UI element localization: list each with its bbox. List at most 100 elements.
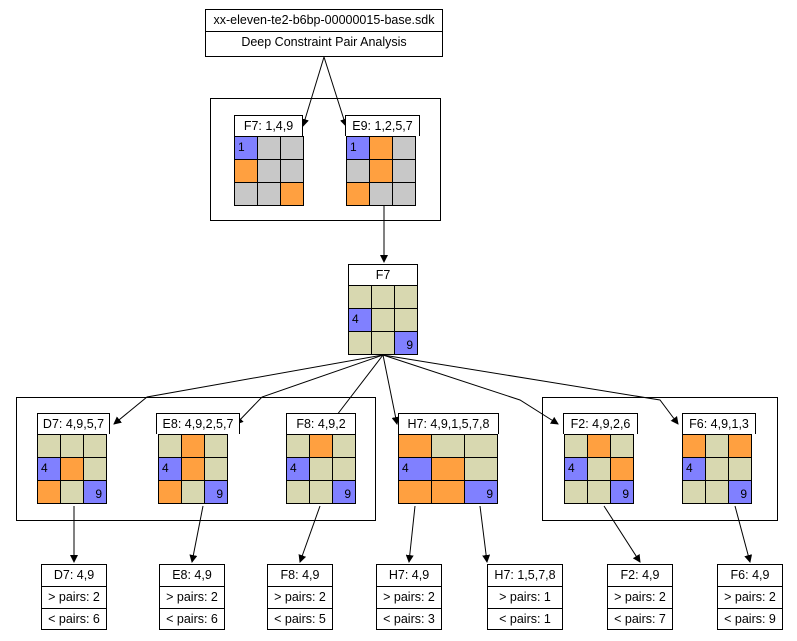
grid-cell <box>38 435 60 457</box>
cell-digit: 1 <box>238 140 245 154</box>
result-lt-pairs: < pairs: 5 <box>268 608 332 630</box>
grid-cell: 4 <box>565 458 587 480</box>
grid-cell <box>588 458 610 480</box>
grid-cell <box>611 458 633 480</box>
grid-cell <box>84 435 106 457</box>
result-gt-pairs: > pairs: 2 <box>160 586 224 608</box>
edge-f6-result <box>734 505 753 563</box>
grid-cell <box>333 435 355 457</box>
node-label: F2: 4,9,2,6 <box>563 413 638 434</box>
edge-h7-result2 <box>479 505 491 563</box>
cell-grid: 1 <box>346 136 416 206</box>
grid-cell <box>61 435 83 457</box>
grid-cell <box>432 435 464 457</box>
grid-cell: 9 <box>333 481 355 503</box>
result-gt-pairs: > pairs: 2 <box>377 586 441 608</box>
grid-cell <box>281 137 303 159</box>
grid-cell <box>370 183 392 205</box>
cell-digit: 9 <box>95 487 102 501</box>
grid-cell <box>235 183 257 205</box>
node-label: D7: 4,9,5,7 <box>37 413 110 434</box>
node-label: F8: 4,9,2 <box>286 413 356 434</box>
grid-cell: 4 <box>683 458 705 480</box>
grid-cell <box>258 183 280 205</box>
node-label: H7: 4,9,1,5,7,8 <box>398 413 499 434</box>
grid-cell <box>205 458 227 480</box>
result-title: E8: 4,9 <box>172 568 212 582</box>
grid-cell: 4 <box>349 309 371 331</box>
result-title: F6: 4,9 <box>730 568 770 582</box>
result-title: H7: 1,5,7,8 <box>494 568 556 582</box>
result-gt-pairs: > pairs: 2 <box>608 586 672 608</box>
grid-cell <box>349 332 371 354</box>
grid-cell <box>182 481 204 503</box>
result-f8: F8: 4,9 > pairs: 2 < pairs: 5 <box>267 564 333 630</box>
result-gt-pairs: > pairs: 1 <box>488 586 562 608</box>
grid-cell <box>611 435 633 457</box>
grid-cell <box>310 458 332 480</box>
cell-digit: 9 <box>740 487 747 501</box>
grid-cell <box>729 458 751 480</box>
grid-cell <box>565 435 587 457</box>
grid-cell <box>287 435 309 457</box>
grid-cell <box>588 481 610 503</box>
grid-cell <box>393 160 415 182</box>
edge-f8-result <box>298 505 321 563</box>
grid-cell <box>395 309 417 331</box>
grid-cell <box>432 481 464 503</box>
grid-cell: 4 <box>399 458 431 480</box>
cell-digit: 4 <box>162 461 169 475</box>
edge-f2-result <box>603 505 641 563</box>
grid-cell <box>395 286 417 308</box>
grid-cell <box>372 286 394 308</box>
result-lt-pairs: < pairs: 6 <box>42 608 106 630</box>
grid-cell: 9 <box>205 481 227 503</box>
cluster-left <box>16 397 376 521</box>
grid-cell <box>281 160 303 182</box>
node-label: F6: 4,9,1,3 <box>682 413 756 434</box>
diagram-subtitle: Deep Constraint Pair Analysis <box>206 31 442 53</box>
node-label: E8: 4,9,2,5,7 <box>156 413 240 434</box>
edge-title-e9 <box>323 56 348 127</box>
node-label: F7 <box>348 264 418 285</box>
cell-digit: 9 <box>216 487 223 501</box>
result-gt-pairs: > pairs: 2 <box>268 586 332 608</box>
grid-cell <box>372 332 394 354</box>
result-f6: F6: 4,9 > pairs: 2 < pairs: 9 <box>717 564 783 630</box>
result-gt-pairs: > pairs: 2 <box>42 586 106 608</box>
cell-digit: 1 <box>350 140 357 154</box>
cell-digit: 4 <box>402 461 409 475</box>
cell-digit: 4 <box>41 461 48 475</box>
grid-cell: 4 <box>287 458 309 480</box>
grid-cell <box>235 160 257 182</box>
grid-cell: 9 <box>395 332 417 354</box>
diagram-filename: xx-eleven-te2-b6bp-00000015-base.sdk <box>213 13 435 27</box>
grid-cell: 4 <box>159 458 181 480</box>
cell-digit: 9 <box>622 487 629 501</box>
grid-cell <box>706 435 728 457</box>
grid-cell <box>258 137 280 159</box>
grid-cell <box>399 481 431 503</box>
grid-cell <box>61 458 83 480</box>
grid-cell: 9 <box>729 481 751 503</box>
edge-title-f7 <box>301 56 325 127</box>
grid-cell <box>347 183 369 205</box>
cell-digit: 4 <box>290 461 297 475</box>
title-box: xx-eleven-te2-b6bp-00000015-base.sdk Dee… <box>205 9 443 57</box>
result-lt-pairs: < pairs: 6 <box>160 608 224 630</box>
grid-cell: 9 <box>84 481 106 503</box>
grid-cell <box>310 481 332 503</box>
grid-cell <box>310 435 332 457</box>
grid-cell <box>393 137 415 159</box>
grid-cell <box>182 435 204 457</box>
edge-e8-result <box>189 505 204 563</box>
result-lt-pairs: < pairs: 7 <box>608 608 672 630</box>
cluster-right <box>542 397 778 521</box>
cell-digit: 4 <box>352 312 359 326</box>
grid-cell: 4 <box>38 458 60 480</box>
node-label: F7: 1,4,9 <box>234 115 303 136</box>
